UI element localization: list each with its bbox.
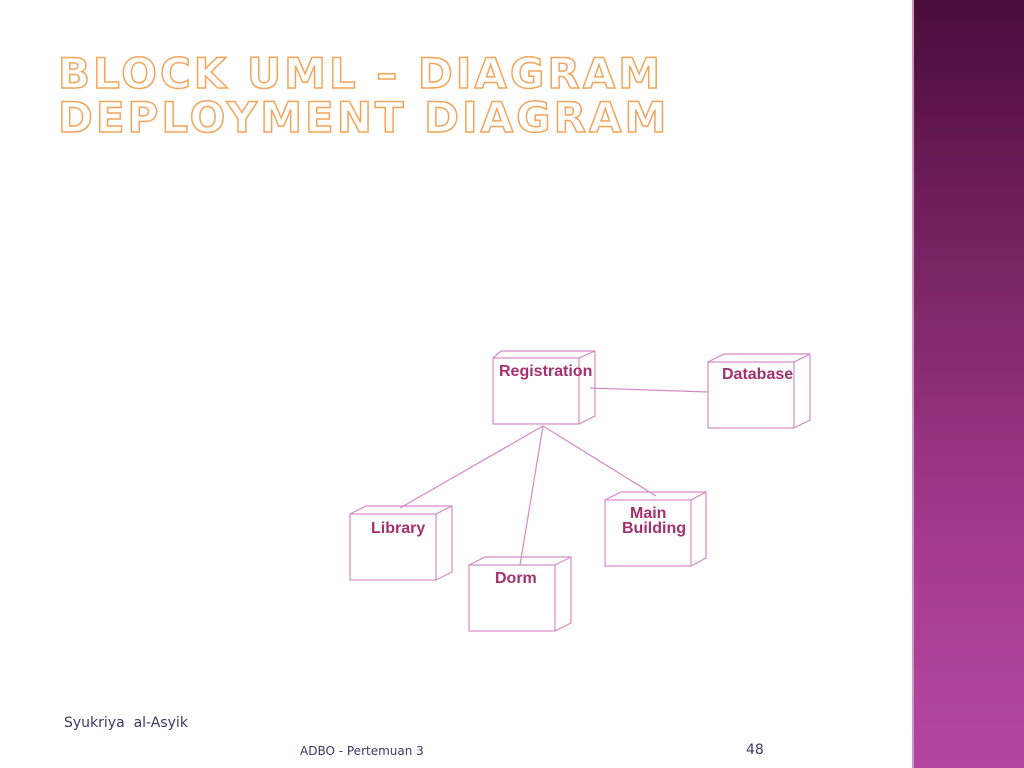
- slide-title-line1: Block UML – Diagram: [57, 49, 663, 98]
- sidebar-decoration: [912, 0, 1024, 768]
- footer-author: Syukriya al-Asyik: [64, 715, 188, 731]
- node-registration: [492, 350, 596, 425]
- label-database: Database: [722, 366, 794, 383]
- label-dorm: Dorm: [495, 570, 537, 587]
- label-main-building-line1: Main: [630, 505, 667, 522]
- page-number: 48: [746, 742, 764, 758]
- label-library: Library: [371, 520, 426, 537]
- node-main-building: [604, 491, 707, 567]
- node-database: [707, 353, 811, 429]
- slide-title-line2: Deployment Diagram: [57, 93, 670, 142]
- node-dorm: [468, 556, 572, 632]
- link-registration-library: [399, 425, 544, 509]
- label-main-building-line2: Building: [622, 520, 686, 537]
- node-library: [349, 505, 453, 581]
- link-registration-database: [589, 387, 709, 393]
- slide-title: Block UML – Diagram Deployment Diagram: [57, 49, 670, 142]
- link-registration-dorm: [519, 425, 544, 566]
- sidebar-edge: [912, 0, 914, 768]
- footer-course: ADBO - Pertemuan 3: [300, 744, 424, 758]
- label-registration: Registration: [499, 363, 593, 380]
- link-registration-main-building: [542, 425, 657, 497]
